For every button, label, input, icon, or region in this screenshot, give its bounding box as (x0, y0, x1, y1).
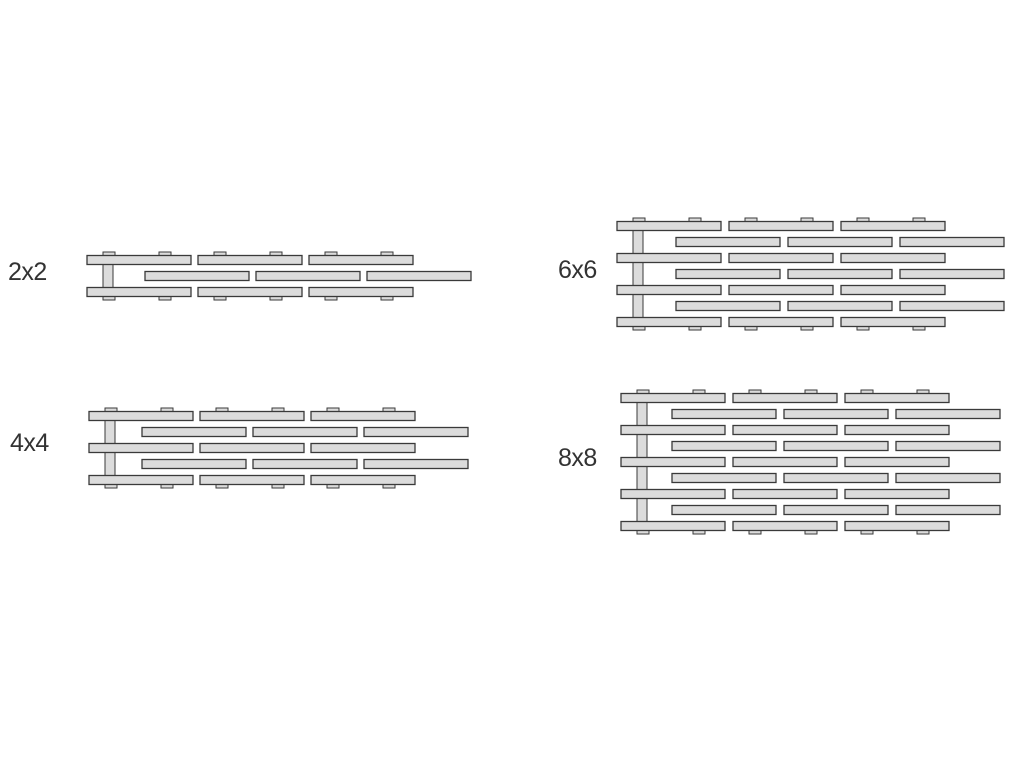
lacing-label-6x6: 6x6 (558, 256, 597, 284)
outer-link-plate (88, 442, 194, 454)
inner-link-plate (671, 440, 777, 452)
outer-link-plate (199, 410, 305, 422)
outer-link-plate (310, 442, 416, 454)
outer-link-plate (732, 488, 838, 500)
inner-link-plate (899, 300, 1005, 312)
inner-link-plate (671, 408, 777, 420)
outer-link-plate (840, 252, 946, 264)
outer-link-plate (308, 254, 414, 266)
inner-link-plate (787, 236, 893, 248)
outer-link-plate (728, 220, 834, 232)
outer-link-plate (616, 316, 722, 328)
inner-link-plate (895, 408, 1001, 420)
inner-link-plate (899, 268, 1005, 280)
outer-link-plate (732, 392, 838, 404)
inner-link-plate (252, 458, 358, 470)
outer-link-plate (620, 520, 726, 532)
outer-link-plate (844, 456, 950, 468)
outer-link-plate (728, 316, 834, 328)
outer-link-plate (616, 252, 722, 264)
outer-link-plate (620, 488, 726, 500)
inner-link-plate (366, 270, 472, 282)
inner-link-plate (671, 472, 777, 484)
inner-link-plate (787, 300, 893, 312)
lacing-label-8x8: 8x8 (558, 444, 597, 472)
inner-link-plate (895, 472, 1001, 484)
outer-link-plate (844, 520, 950, 532)
outer-link-plate (616, 220, 722, 232)
lacing-label-4x4: 4x4 (10, 429, 49, 457)
outer-link-plate (844, 488, 950, 500)
inner-link-plate (144, 270, 250, 282)
outer-link-plate (620, 424, 726, 436)
outer-link-plate (199, 474, 305, 486)
outer-link-plate (310, 410, 416, 422)
inner-link-plate (895, 440, 1001, 452)
outer-link-plate (840, 316, 946, 328)
inner-link-plate (141, 458, 247, 470)
outer-link-plate (844, 424, 950, 436)
inner-link-plate (671, 504, 777, 516)
outer-link-plate (88, 474, 194, 486)
inner-link-plate (363, 458, 469, 470)
outer-link-plate (732, 424, 838, 436)
inner-link-plate (783, 472, 889, 484)
inner-link-plate (783, 440, 889, 452)
outer-link-plate (616, 284, 722, 296)
lacing-label-2x2: 2x2 (8, 258, 47, 286)
outer-link-plate (732, 456, 838, 468)
outer-link-plate (728, 252, 834, 264)
outer-link-plate (310, 474, 416, 486)
inner-link-plate (255, 270, 361, 282)
outer-link-plate (86, 254, 192, 266)
inner-link-plate (899, 236, 1005, 248)
outer-link-plate (728, 284, 834, 296)
inner-link-plate (675, 236, 781, 248)
outer-link-plate (197, 286, 303, 298)
outer-link-plate (86, 286, 192, 298)
inner-link-plate (141, 426, 247, 438)
outer-link-plate (840, 284, 946, 296)
inner-link-plate (252, 426, 358, 438)
outer-link-plate (197, 254, 303, 266)
outer-link-plate (620, 392, 726, 404)
inner-link-plate (895, 504, 1001, 516)
outer-link-plate (308, 286, 414, 298)
inner-link-plate (787, 268, 893, 280)
outer-link-plate (620, 456, 726, 468)
outer-link-plate (844, 392, 950, 404)
outer-link-plate (732, 520, 838, 532)
inner-link-plate (783, 504, 889, 516)
inner-link-plate (363, 426, 469, 438)
outer-link-plate (199, 442, 305, 454)
inner-link-plate (675, 300, 781, 312)
inner-link-plate (675, 268, 781, 280)
outer-link-plate (840, 220, 946, 232)
inner-link-plate (783, 408, 889, 420)
outer-link-plate (88, 410, 194, 422)
